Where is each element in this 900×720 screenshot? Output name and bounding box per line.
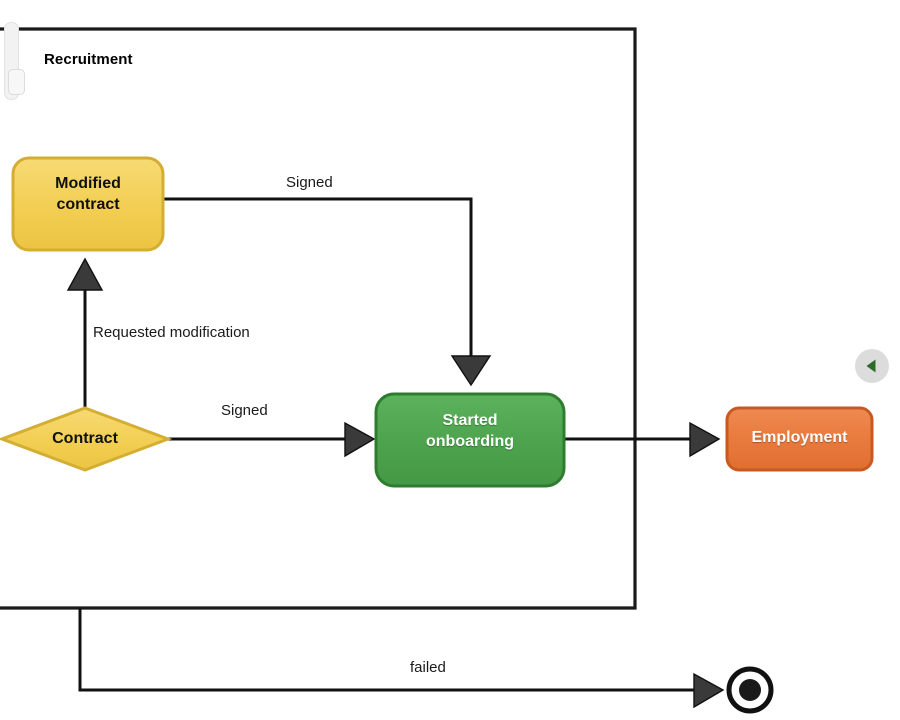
edge-label-failed: failed [407,659,449,676]
swimlane-title: Recruitment [44,51,133,68]
edge-onboarding-to-employment [565,421,721,458]
node-employment[interactable] [725,406,874,472]
collapse-panel-button[interactable] [855,349,889,383]
edge-label-signed-contract: Signed [218,402,271,419]
edge-contract-to-onboarding [166,421,376,458]
triangle-left-icon [866,359,876,373]
node-end-state[interactable] [726,666,774,714]
vertical-scrollbar-thumb[interactable] [8,69,25,95]
node-started-onboarding[interactable] [374,392,566,488]
vertical-scrollbar-track[interactable] [4,22,25,100]
node-modified-contract[interactable] [11,156,165,252]
edge-label-signed-modified: Signed [283,174,336,191]
edge-contract-to-modified [66,257,104,413]
swimlane-recruitment [0,27,637,610]
node-contract[interactable] [0,406,173,472]
edge-label-requested-modification: Requested modification [90,324,253,341]
edge-lane-to-end [78,608,725,709]
edge-modified-to-onboarding [163,197,492,387]
